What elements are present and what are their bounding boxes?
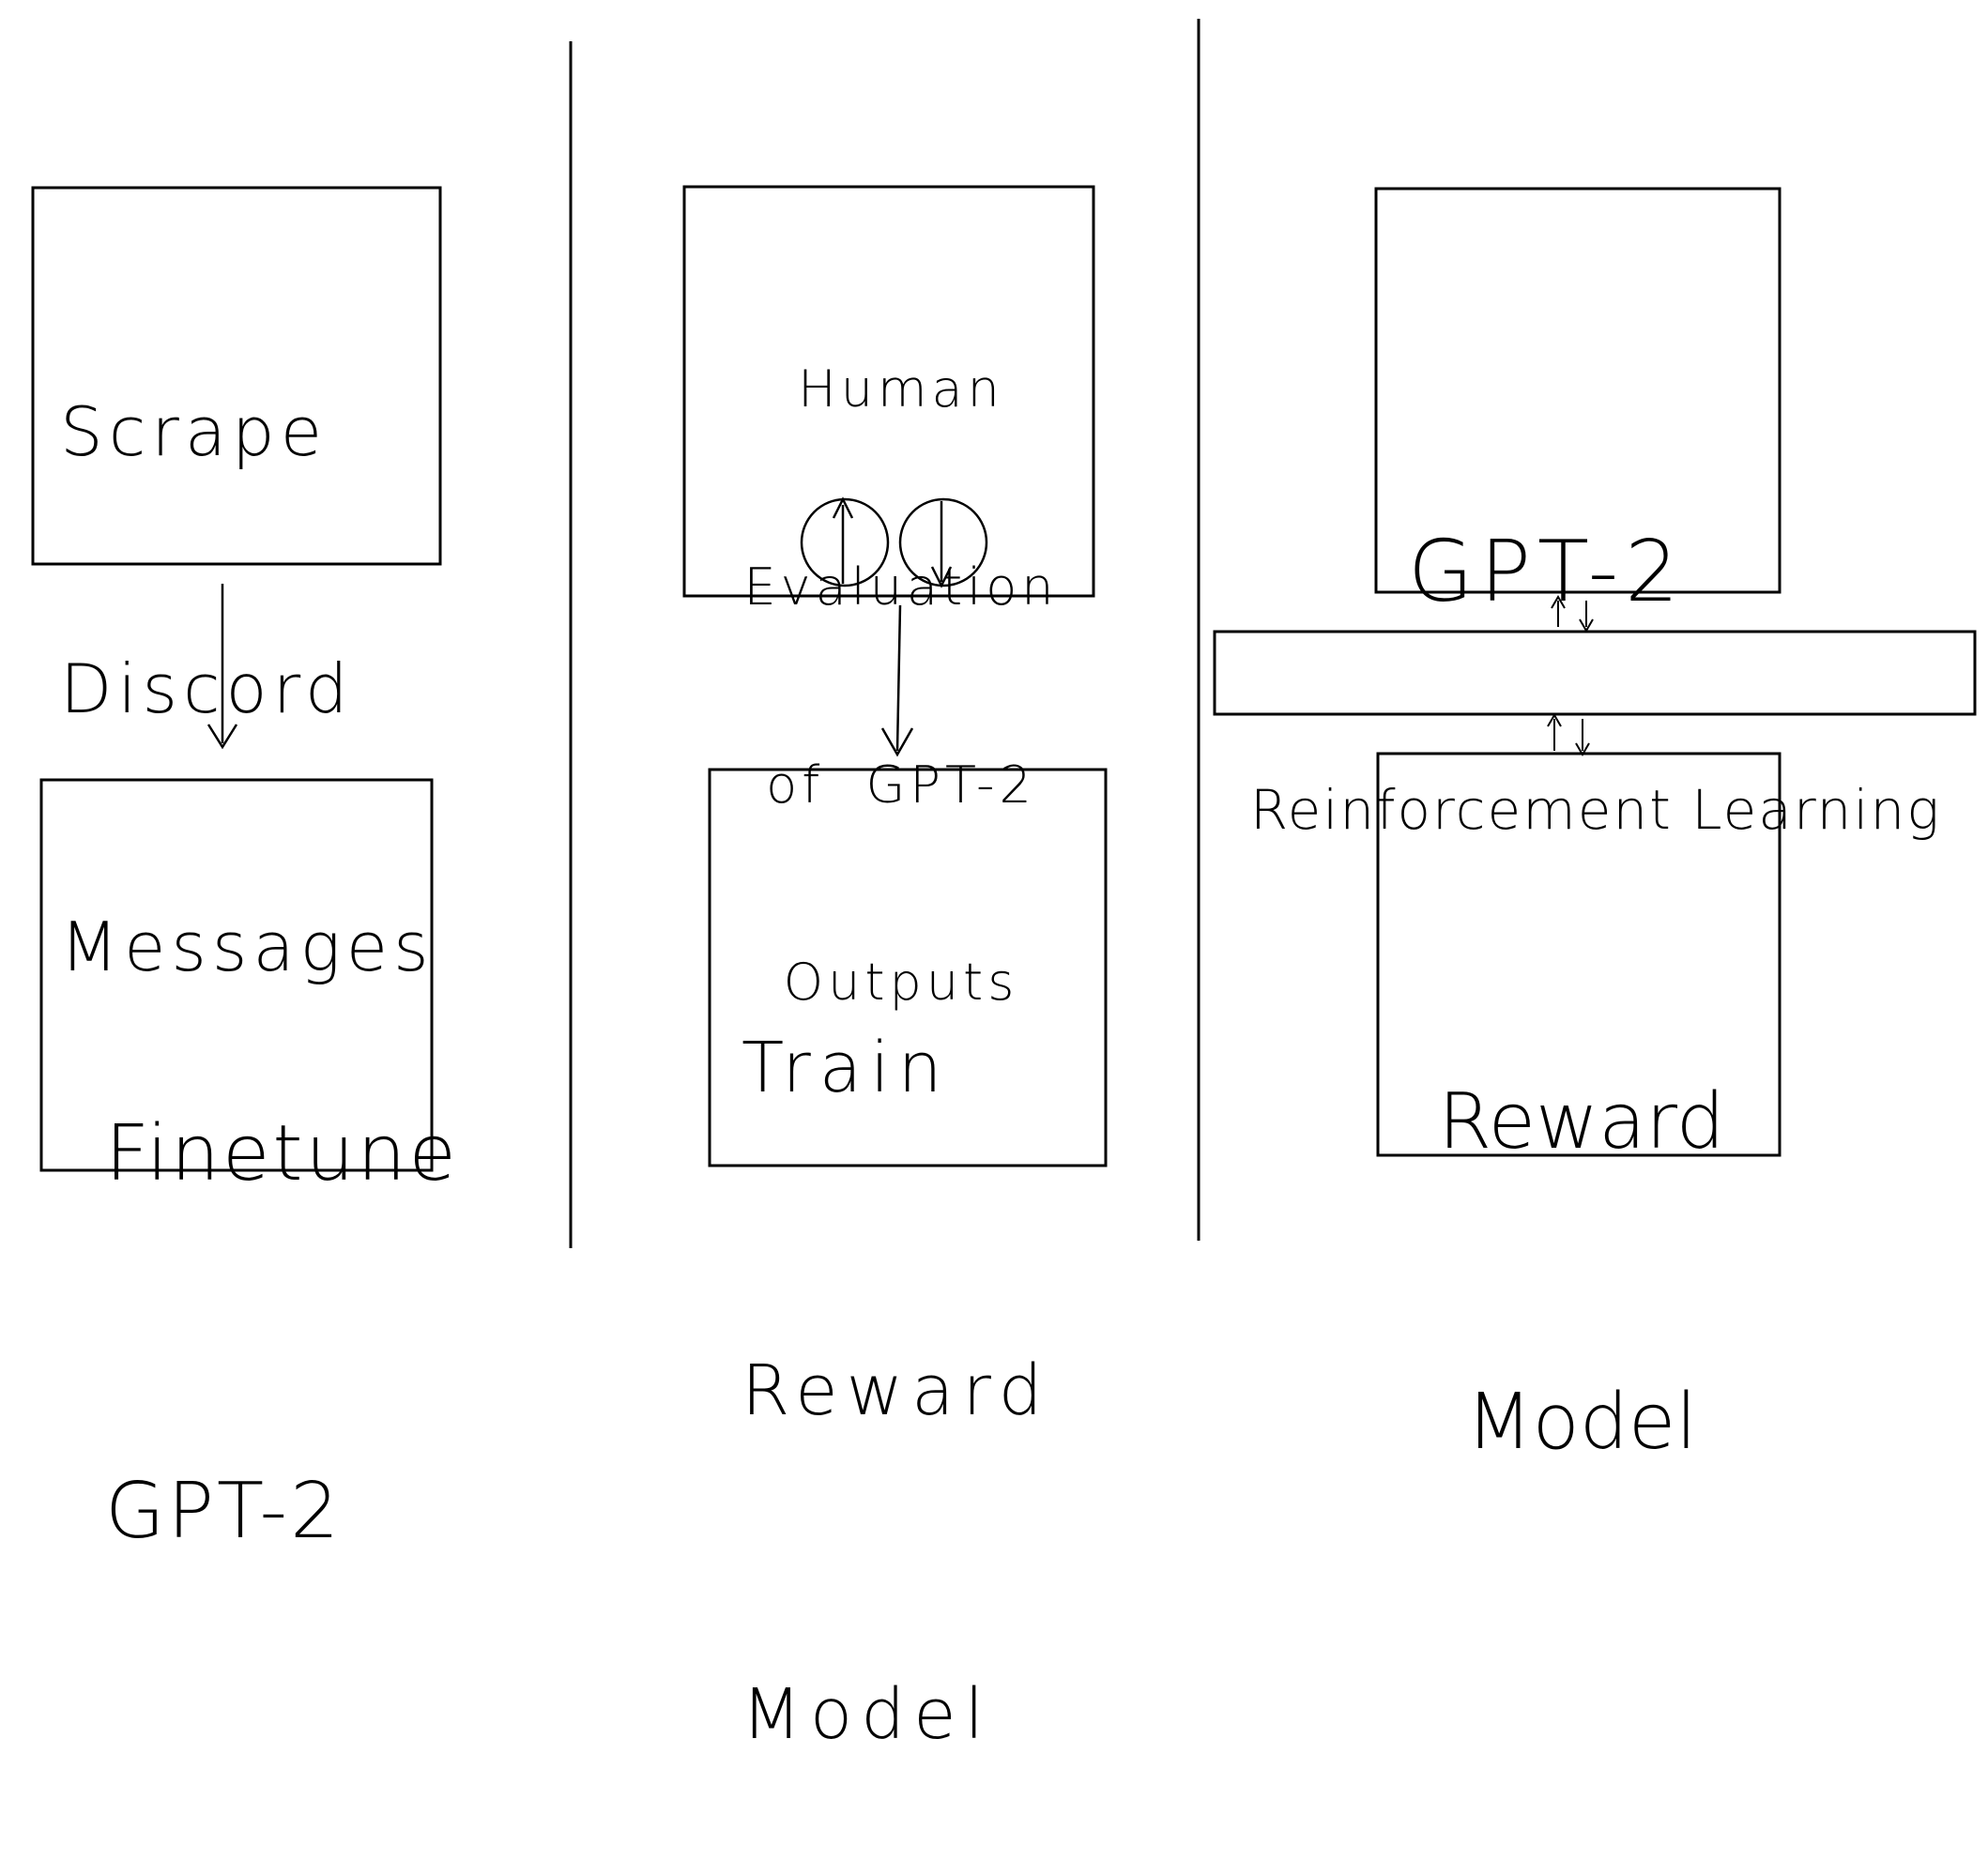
- label-line: Discord: [60, 649, 354, 729]
- reward-model-box: [1376, 752, 1782, 1157]
- label-line: Reinforcement Learning: [1249, 778, 1942, 843]
- arrowhead-icon: [206, 724, 238, 750]
- up-arrowhead-icon: [1547, 713, 1562, 727]
- down-arrowhead-icon: [1579, 618, 1594, 633]
- label-line: Reward: [742, 1350, 1051, 1432]
- label-line: Model: [742, 1673, 993, 1755]
- label-line: Model: [1465, 1377, 1698, 1467]
- label-line: Finetune: [105, 1109, 459, 1199]
- down-arrowhead-icon: [930, 566, 953, 588]
- down-arrow-circle-icon: [898, 497, 988, 587]
- label-line: GPT-2: [1408, 523, 1686, 621]
- train-reward-model-label: Train Reward Model: [742, 800, 1051, 1876]
- label-line: Messages: [60, 907, 435, 986]
- scrape-discord-box: [31, 186, 442, 566]
- gpt2-box: [1374, 187, 1782, 594]
- finetune-gpt2-box: [39, 778, 434, 1172]
- label-line: Evaluation: [743, 557, 1059, 617]
- label-line: Reward: [1438, 1077, 1725, 1167]
- reinforcement-learning-label: Reinforcement Learning: [1220, 648, 1971, 908]
- reward-model-label: Reward Model: [1380, 873, 1783, 1573]
- up-arrowhead-icon: [832, 496, 854, 519]
- label-line: Train: [742, 1028, 951, 1109]
- rlhf-pipeline-diagram: [31, 19, 1977, 1248]
- label-line: Scrape: [60, 391, 329, 471]
- finetune-gpt2-label: Finetune GPT-2: [105, 856, 459, 1691]
- arrowhead-icon: [880, 727, 914, 757]
- down-arrowhead-icon: [1575, 742, 1590, 756]
- gpt2-label: GPT-2: [1408, 319, 1685, 724]
- reinforcement-learning-box: [1213, 630, 1977, 716]
- up-arrow-circle-icon: [800, 497, 890, 587]
- label-line: Outputs: [783, 953, 1019, 1013]
- scrape-discord-label: Scrape Discord Messages: [60, 218, 435, 1075]
- up-arrowhead-icon: [1551, 595, 1566, 609]
- train-reward-model-box: [708, 768, 1108, 1167]
- label-line: of GPT-2: [766, 755, 1036, 815]
- label-line: Human: [798, 359, 1004, 419]
- evaluation-to-train-arrow: [895, 604, 902, 752]
- human-evaluation-box: [682, 185, 1095, 598]
- human-evaluation-label: Human Evaluation of GPT-2 Outputs: [713, 225, 1089, 1081]
- label-line: GPT-2: [105, 1467, 343, 1557]
